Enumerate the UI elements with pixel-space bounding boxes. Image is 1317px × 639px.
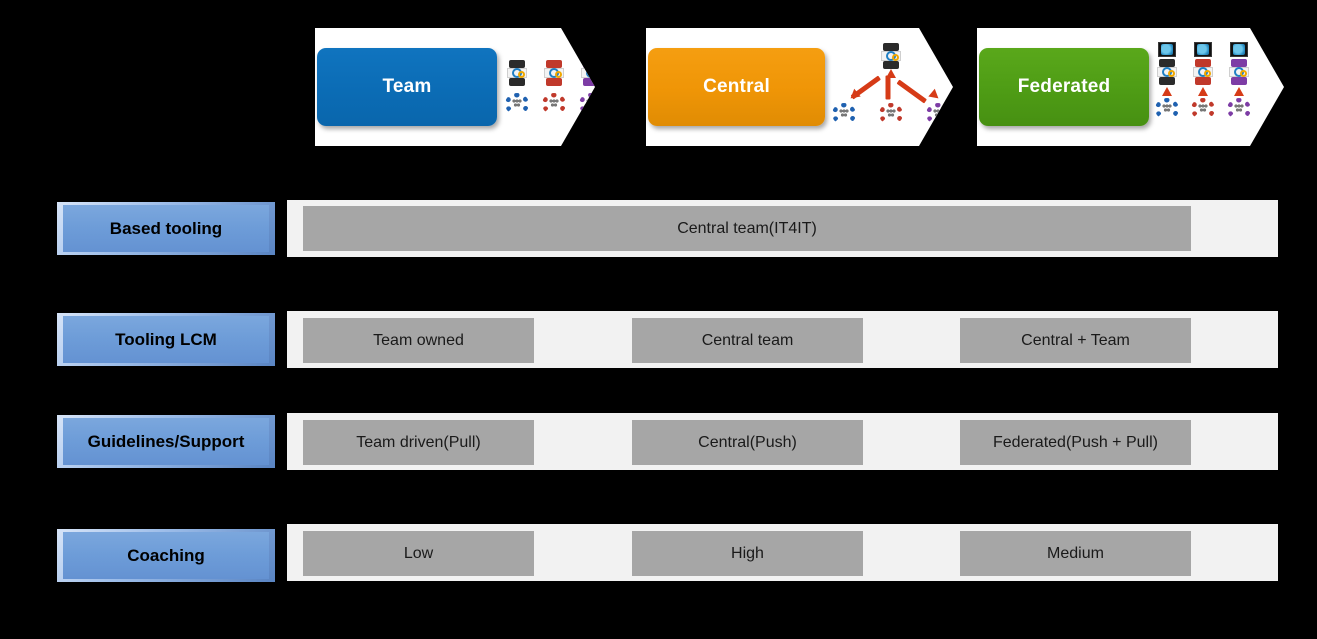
phase-arrow-team[interactable]: Team bbox=[315, 28, 595, 146]
central-server-tool-icon bbox=[881, 43, 901, 69]
cell-guidelines-federated[interactable]: Federated(Push + Pull) bbox=[960, 420, 1191, 465]
arrowhead-up-icon-2 bbox=[1198, 87, 1208, 96]
team-group-icon-purple bbox=[1227, 98, 1251, 120]
team-group-icon-blue bbox=[505, 93, 529, 115]
phase-arrow-row: Team bbox=[0, 0, 1317, 180]
phase-arrow-central[interactable]: Central bbox=[646, 28, 953, 146]
cell-text: Team owned bbox=[373, 331, 464, 349]
cell-tooling-lcm-team[interactable]: Team owned bbox=[303, 318, 534, 363]
team-group-icon-red bbox=[542, 93, 566, 115]
cell-coaching-team[interactable]: Low bbox=[303, 531, 534, 576]
cell-coaching-federated[interactable]: Medium bbox=[960, 531, 1191, 576]
server-tool-icon-black bbox=[507, 60, 527, 86]
cell-based-tooling-all[interactable]: Central team(IT4IT) bbox=[303, 206, 1191, 251]
row-label-coaching[interactable]: Coaching bbox=[57, 529, 275, 582]
cell-tooling-lcm-federated[interactable]: Central + Team bbox=[960, 318, 1191, 363]
cell-coaching-central[interactable]: High bbox=[632, 531, 863, 576]
server-tool-icon-red bbox=[1193, 59, 1213, 85]
cell-guidelines-team[interactable]: Team driven(Pull) bbox=[303, 420, 534, 465]
phase-pill-federated[interactable]: Federated bbox=[979, 48, 1149, 126]
row-label-text: Coaching bbox=[127, 545, 205, 565]
phase-icons-federated bbox=[1155, 38, 1251, 124]
phase-label-central: Central bbox=[703, 76, 770, 97]
arrowhead-up-icon-3 bbox=[1234, 87, 1244, 96]
server-tool-icon-red bbox=[544, 60, 564, 86]
server-tool-icon-black bbox=[1157, 59, 1177, 85]
cell-text: Central(Push) bbox=[698, 433, 797, 451]
cell-text: Central team bbox=[701, 331, 794, 349]
cell-text: Team driven(Pull) bbox=[356, 433, 481, 451]
cell-text: Central team(IT4IT) bbox=[677, 219, 817, 237]
cell-tooling-lcm-central[interactable]: Central team bbox=[632, 318, 863, 363]
arrowhead-center-icon bbox=[886, 69, 896, 78]
phase-label-federated: Federated bbox=[1017, 76, 1111, 97]
row-label-text: Based tooling bbox=[109, 218, 223, 238]
team-group-icon-blue bbox=[832, 103, 856, 125]
monitor-icon-2 bbox=[1194, 42, 1212, 57]
row-label-text: Guidelines/Support bbox=[87, 431, 245, 451]
cell-text: Central + Team bbox=[1021, 331, 1130, 349]
monitor-icon-1 bbox=[1158, 42, 1176, 57]
monitor-icon-3 bbox=[1230, 42, 1248, 57]
phase-label-team: Team bbox=[382, 76, 432, 97]
cell-text: High bbox=[731, 544, 764, 562]
team-group-icon-blue bbox=[1155, 98, 1179, 120]
arrowhead-up-icon-1 bbox=[1162, 87, 1172, 96]
cell-text: Low bbox=[403, 544, 434, 562]
row-label-based-tooling[interactable]: Based tooling bbox=[57, 202, 275, 255]
row-label-tooling-lcm[interactable]: Tooling LCM bbox=[57, 313, 275, 366]
server-tool-icon-purple bbox=[1229, 59, 1249, 85]
row-label-text: Tooling LCM bbox=[115, 329, 217, 349]
cell-guidelines-central[interactable]: Central(Push) bbox=[632, 420, 863, 465]
phase-pill-central[interactable]: Central bbox=[648, 48, 825, 126]
team-group-icon-red bbox=[879, 103, 903, 125]
cell-text: Federated(Push + Pull) bbox=[993, 433, 1158, 451]
row-label-guidelines-support[interactable]: Guidelines/Support bbox=[57, 415, 275, 468]
phase-pill-team[interactable]: Team bbox=[317, 48, 497, 126]
team-group-icon-red bbox=[1191, 98, 1215, 120]
phase-arrow-federated[interactable]: Federated bbox=[977, 28, 1284, 146]
cell-text: Medium bbox=[1047, 544, 1104, 562]
